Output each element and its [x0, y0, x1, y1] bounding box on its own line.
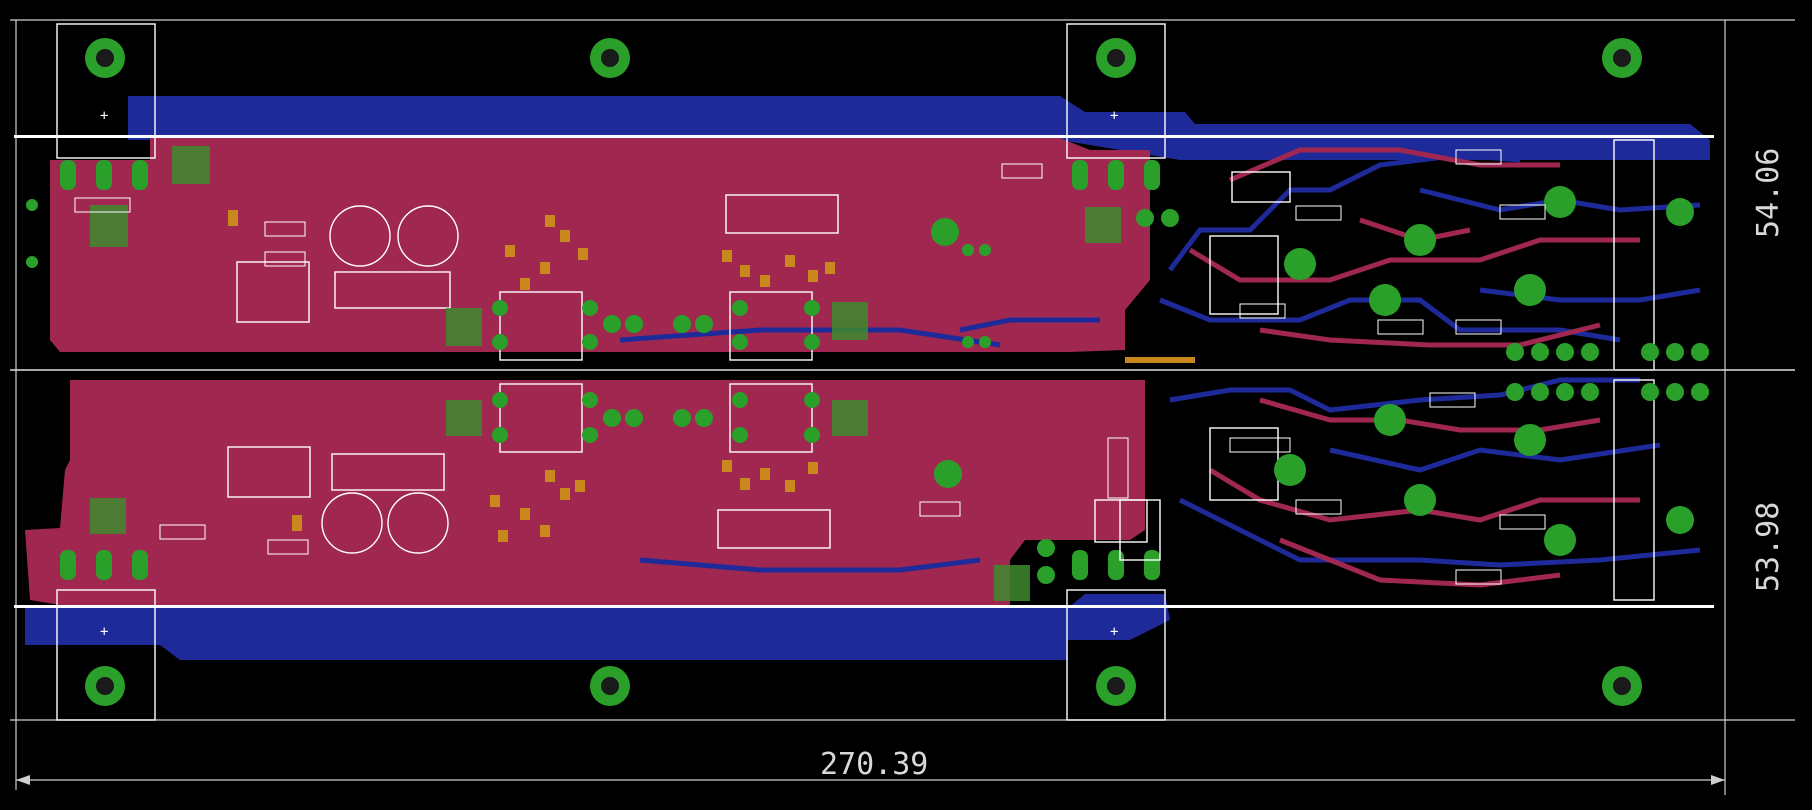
svg-text:+: +	[100, 624, 108, 640]
svg-text:+: +	[1110, 624, 1118, 640]
component-pad	[26, 186, 1709, 361]
dimension-height-upper: 54.06	[1751, 148, 1786, 238]
upper-board-half: + +	[14, 23, 1714, 371]
svg-text:+: +	[1110, 108, 1118, 124]
mounting-hole	[85, 666, 1642, 706]
dimension-width: 270.39	[16, 747, 1725, 785]
component-pad	[492, 383, 1709, 584]
dimension-height-lower: 53.98	[1751, 502, 1786, 592]
mounting-hole	[85, 38, 1642, 78]
width-dimension-label: 270.39	[820, 747, 928, 782]
height-upper-dimension-label: 54.06	[1751, 148, 1786, 238]
height-lower-dimension-label: 53.98	[1751, 502, 1786, 592]
svg-text:+: +	[100, 108, 108, 124]
lower-board-half: + +	[14, 377, 1714, 721]
panel-divider	[10, 357, 1795, 371]
